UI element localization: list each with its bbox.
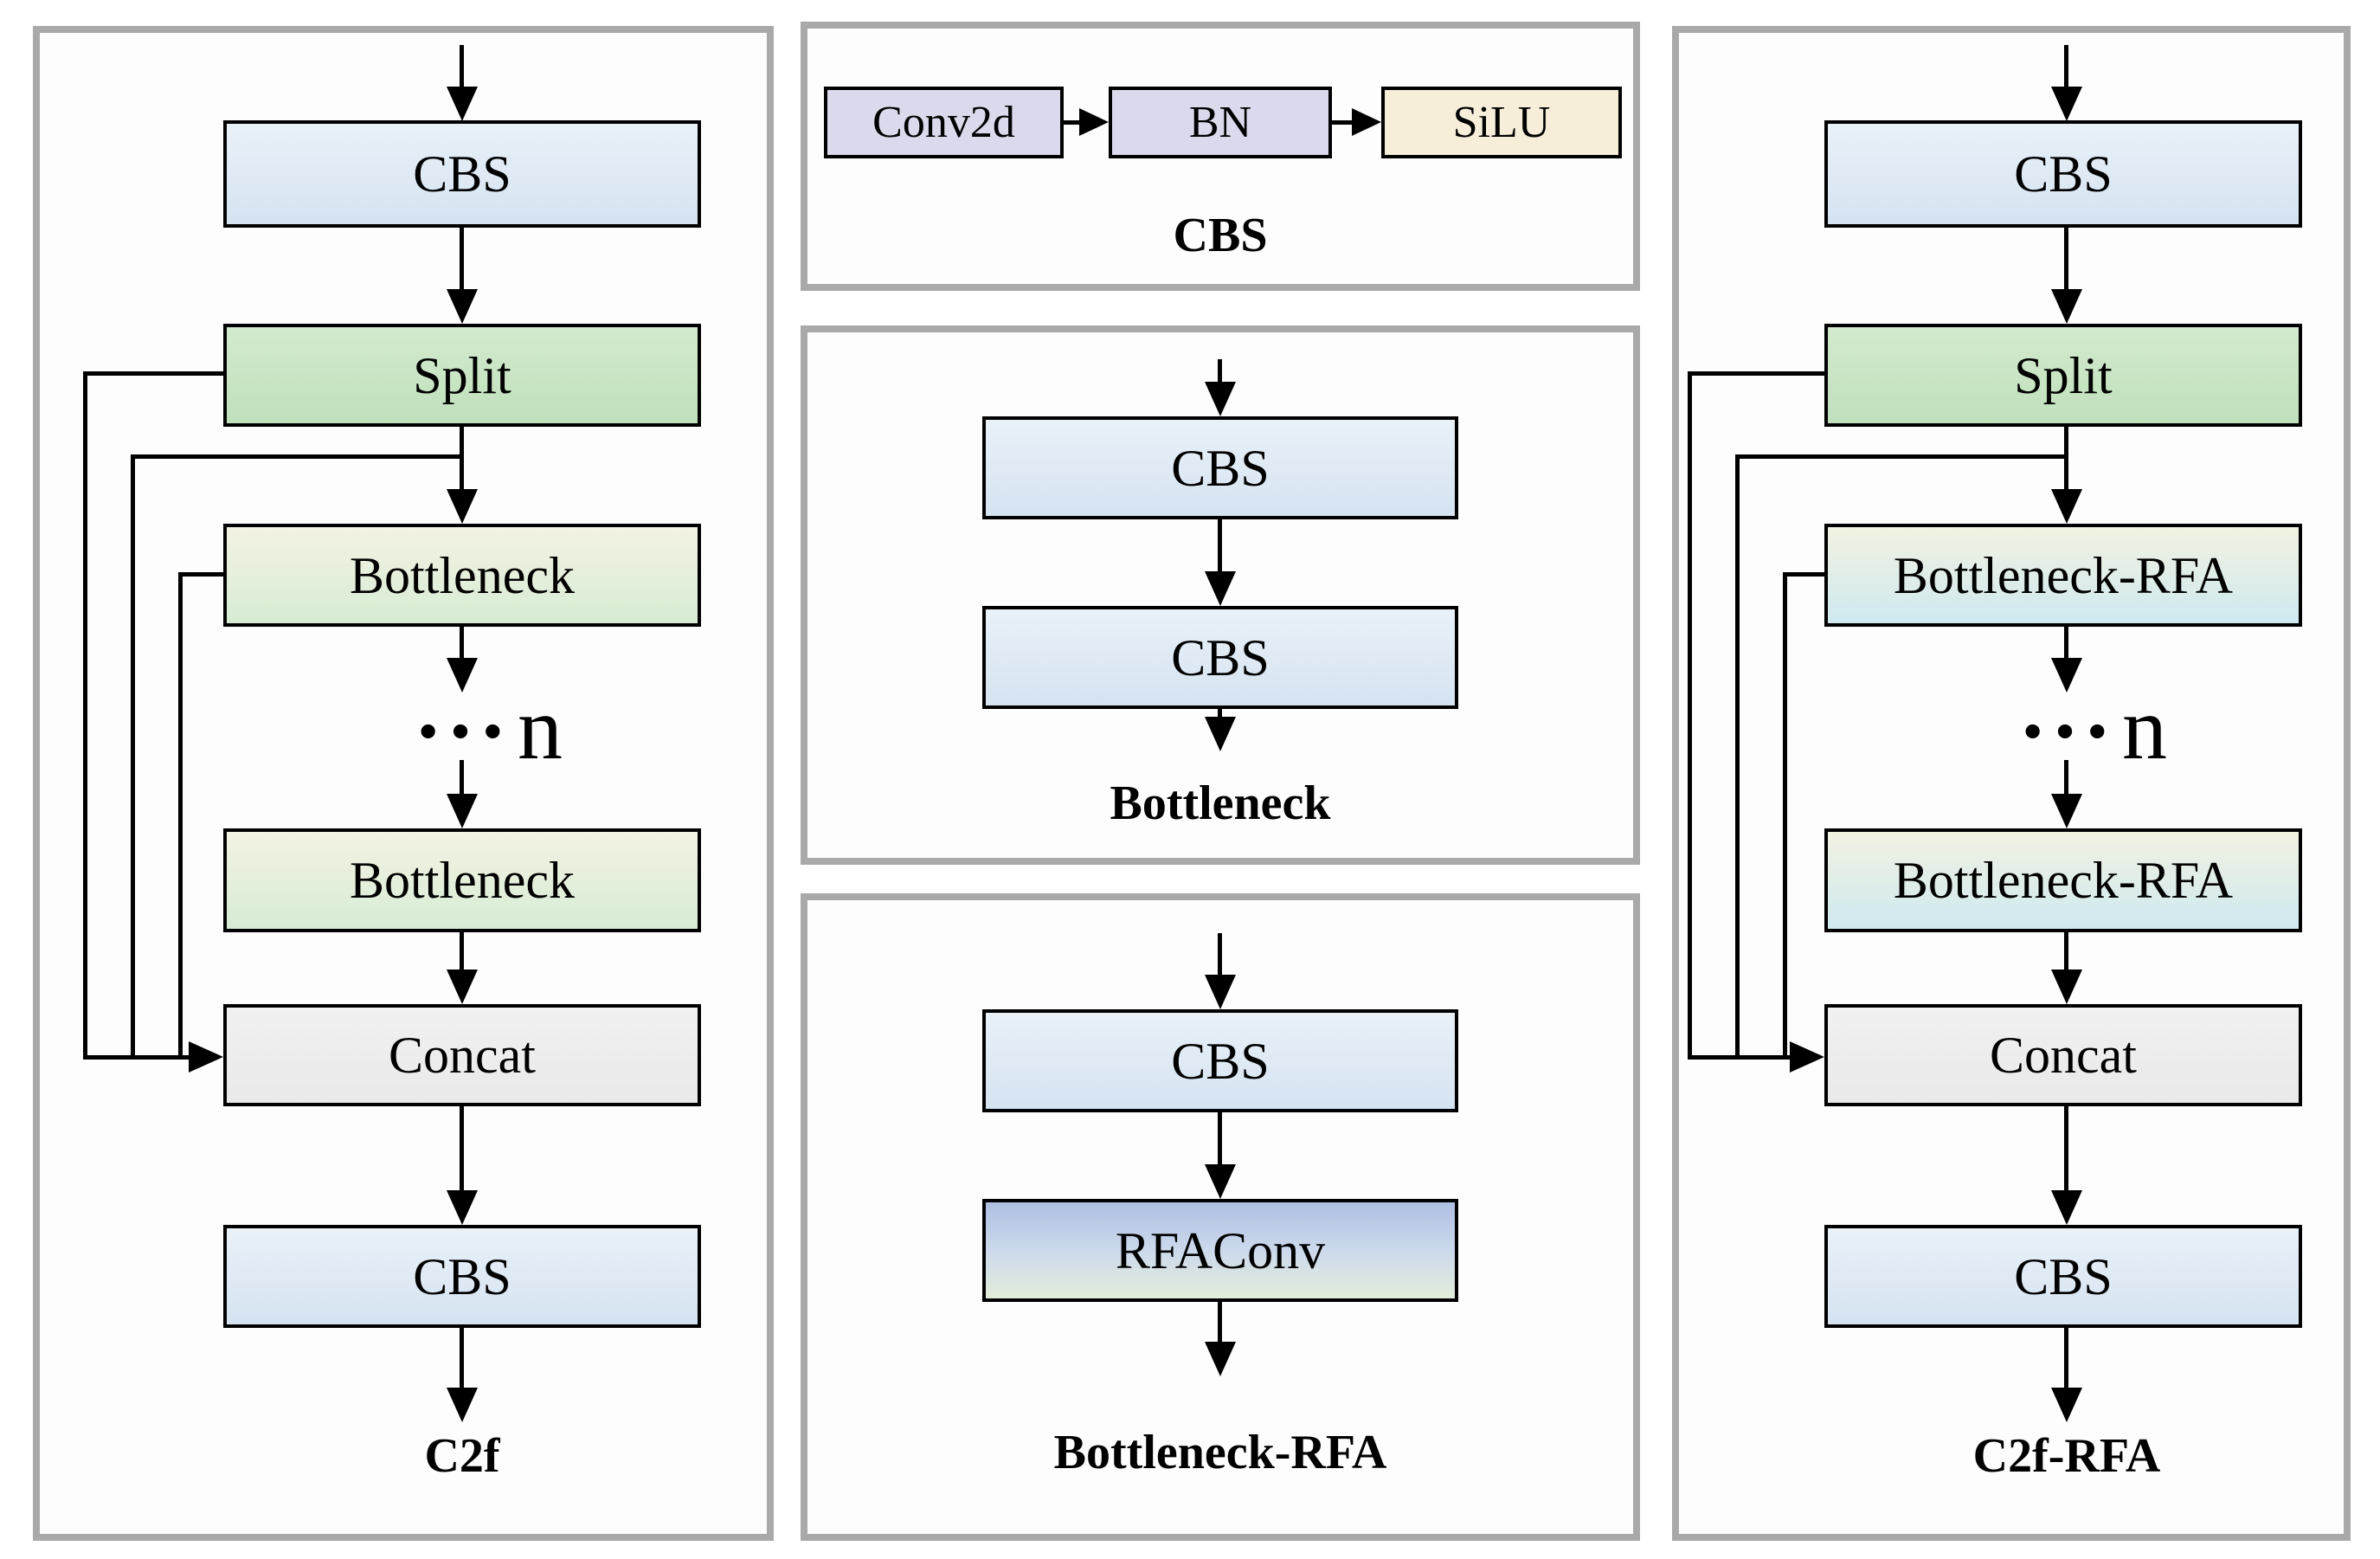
flow-line (2064, 45, 2068, 90)
flow-line (460, 45, 464, 90)
caption-bottleneck-rfa: Bottleneck-RFA (1053, 1426, 1387, 1479)
node-cbs: CBS (982, 606, 1458, 709)
flow-line (1218, 519, 1222, 573)
arrowhead-down (1205, 382, 1236, 416)
arrowhead-down (2051, 1190, 2082, 1225)
flow-line (1064, 120, 1083, 125)
node-bottleneck-rfa: Bottleneck-RFA (1824, 524, 2302, 627)
skip-line (1735, 454, 1740, 1060)
skip-line (178, 572, 223, 577)
arrowhead-right (1352, 108, 1381, 136)
arrowhead-down (1205, 1164, 1236, 1199)
node-concat: Concat (1824, 1004, 2302, 1106)
node-bn: BN (1109, 87, 1332, 158)
flow-line (2064, 1106, 2068, 1192)
arrowhead-right (1790, 1041, 1824, 1073)
skip-line (131, 454, 135, 1060)
arrowhead-down (447, 970, 478, 1004)
arrowhead-down (2051, 489, 2082, 524)
node-silu: SiLU (1381, 87, 1622, 158)
arrowhead-down (1205, 571, 1236, 606)
caption-c2f: C2f (424, 1429, 500, 1483)
arrowhead-down (447, 87, 478, 121)
node-split: Split (1824, 324, 2302, 427)
flow-line (1218, 1112, 1222, 1166)
flow-line (460, 1328, 464, 1389)
repeat-count-label: n (518, 679, 563, 778)
arrowhead-down (2051, 289, 2082, 324)
arrowhead-down (2051, 1388, 2082, 1422)
skip-line (1688, 371, 1824, 376)
skip-line (131, 454, 462, 459)
repeat-ellipsis: ··· (2017, 683, 2116, 779)
arrowhead-down (447, 289, 478, 324)
node-cbs: CBS (982, 1009, 1458, 1112)
caption-bottleneck: Bottleneck (1110, 776, 1331, 830)
arrowhead-down (447, 489, 478, 524)
node-split: Split (223, 324, 701, 427)
node-cbs: CBS (223, 120, 701, 228)
skip-line (1735, 454, 2067, 459)
node-conv2d: Conv2d (824, 87, 1064, 158)
arrowhead-down (1205, 1342, 1236, 1376)
flow-line (2064, 932, 2068, 971)
arrowhead-down (447, 658, 478, 693)
node-cbs: CBS (1824, 1225, 2302, 1328)
flow-line (460, 228, 464, 291)
arrowhead-down (447, 794, 478, 828)
arrowhead-down (1205, 717, 1236, 751)
flow-line (2064, 760, 2068, 796)
node-bottleneck: Bottleneck (223, 524, 701, 627)
node-bottleneck-rfa: Bottleneck-RFA (1824, 828, 2302, 932)
flow-line (1218, 1302, 1222, 1343)
flow-line (2064, 1328, 2068, 1389)
arrowhead-right (189, 1041, 223, 1073)
flow-line (460, 627, 464, 660)
arrowhead-down (1205, 975, 1236, 1009)
arrowhead-down (447, 1190, 478, 1225)
skip-line (1783, 572, 1824, 577)
node-bottleneck: Bottleneck (223, 828, 701, 932)
node-cbs: CBS (1824, 120, 2302, 228)
flow-line (1218, 359, 1222, 383)
flow-line (2064, 427, 2068, 491)
flow-line (460, 932, 464, 971)
node-cbs: CBS (223, 1225, 701, 1328)
node-concat: Concat (223, 1004, 701, 1106)
caption-cbs: CBS (1173, 209, 1268, 262)
skip-line (178, 572, 183, 1060)
flow-line (460, 760, 464, 796)
arrowhead-down (2051, 658, 2082, 693)
flow-line (460, 1106, 464, 1192)
arrowhead-down (447, 1388, 478, 1422)
skip-line (1783, 572, 1787, 1060)
flow-line (460, 427, 464, 491)
arrowhead-down (2051, 87, 2082, 121)
flow-line (2064, 228, 2068, 291)
skip-line (83, 371, 87, 1060)
skip-merge-line (1688, 1055, 1791, 1060)
flow-line (1218, 709, 1222, 718)
node-rfaconv: RFAConv (982, 1199, 1458, 1302)
arrowhead-down (2051, 970, 2082, 1004)
flow-line (2064, 627, 2068, 660)
caption-c2f-rfa: C2f-RFA (1972, 1429, 2161, 1483)
repeat-ellipsis: ··· (413, 683, 511, 779)
repeat-count-label: n (2122, 679, 2167, 778)
flow-line (1332, 120, 1354, 125)
skip-line (83, 371, 223, 376)
node-cbs: CBS (982, 416, 1458, 519)
arrowhead-right (1079, 108, 1109, 136)
skip-merge-line (83, 1055, 190, 1060)
skip-line (1688, 371, 1692, 1060)
arrowhead-down (2051, 794, 2082, 828)
flow-line (1218, 933, 1222, 976)
